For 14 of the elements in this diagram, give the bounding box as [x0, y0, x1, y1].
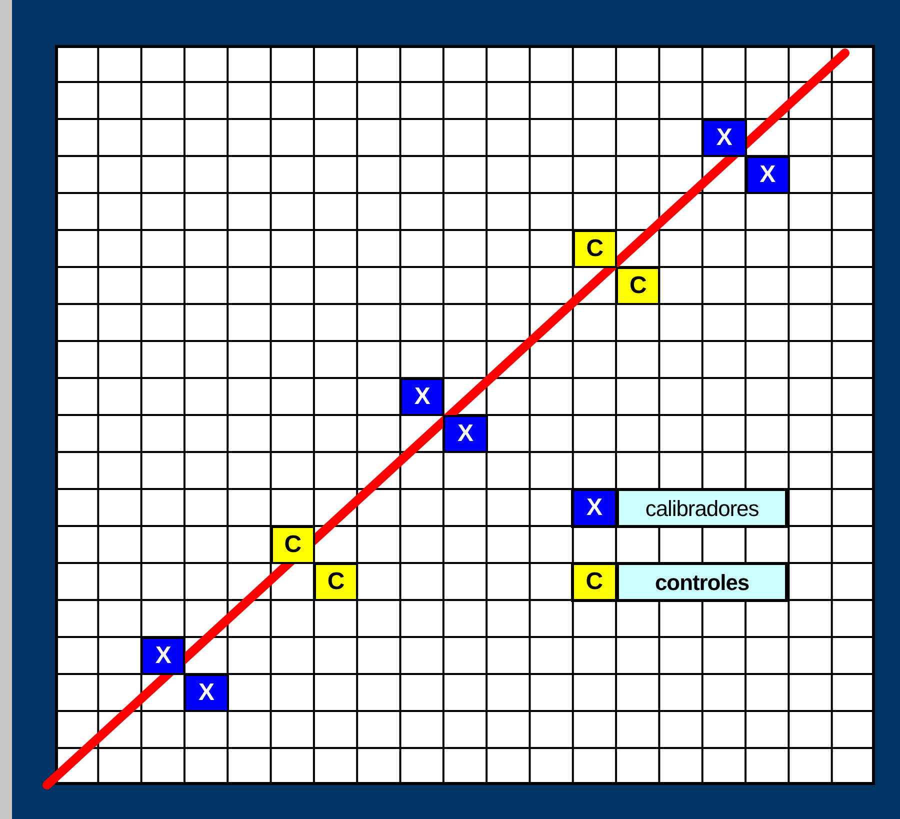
marker-square: C [270, 526, 315, 564]
marker-square: X [141, 637, 186, 675]
marker-square: X [184, 674, 229, 712]
marker-square: X [400, 378, 444, 416]
marker-square: X [746, 156, 790, 194]
marker-square: C [572, 230, 618, 268]
legend-label: controles [616, 562, 788, 602]
marker-square: C [616, 267, 660, 305]
legend-label: calibradores [616, 488, 788, 528]
marker-square: X [702, 119, 747, 157]
legend-swatch: C [570, 562, 618, 602]
marker-square: C [314, 563, 358, 601]
legend-swatch: X [570, 488, 618, 528]
marker-square: X [443, 415, 488, 453]
